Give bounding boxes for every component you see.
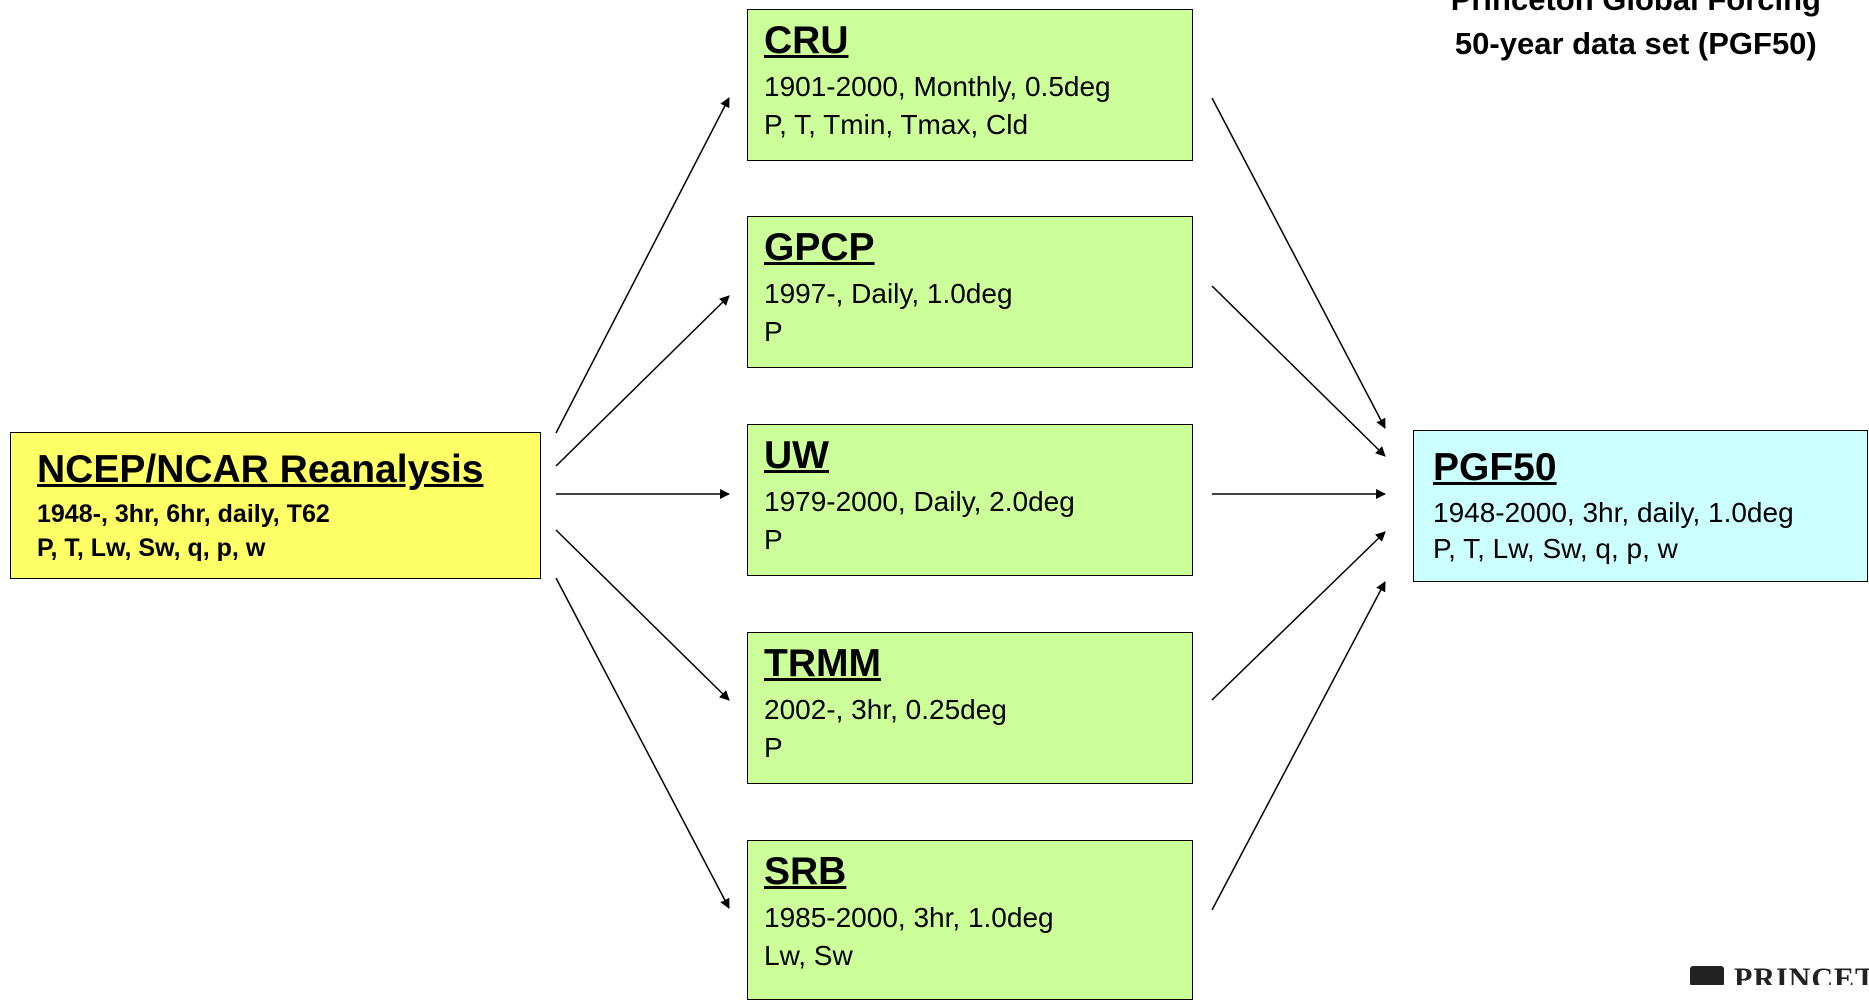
dataset-title: TRMM: [764, 642, 881, 685]
dataset-box-gpcp: GPCP 1997-, Daily, 1.0deg P: [747, 216, 1193, 368]
dataset-line-2: P: [764, 732, 783, 763]
dataset-line-1: 1901-2000, Monthly, 0.5deg: [764, 71, 1111, 102]
dataset-box-uw: UW 1979-2000, Daily, 2.0deg P: [747, 424, 1193, 576]
arrow-trmm-to-pgf50: [1211, 531, 1386, 701]
arrow-gpcp-to-pgf50: [1211, 285, 1386, 457]
dataset-line-1: 1985-2000, 3hr, 1.0deg: [764, 902, 1054, 933]
dataset-title: CRU: [764, 19, 849, 62]
dataset-title: GPCP: [764, 226, 875, 269]
source-box-ncep-ncar: NCEP/NCAR Reanalysis 1948-, 3hr, 6hr, da…: [10, 432, 541, 579]
source-line-1: 1948-, 3hr, 6hr, daily, T62: [37, 500, 330, 528]
dataset-line-1: 1997-, Daily, 1.0deg: [764, 278, 1013, 309]
dataset-title: SRB: [764, 850, 847, 893]
dataset-line-2: Lw, Sw: [764, 940, 853, 971]
arrow-source-to-gpcp: [555, 295, 730, 467]
dataset-line-2: P: [764, 316, 783, 347]
arrow-source-to-cru: [555, 97, 730, 434]
dataset-box-cru: CRU 1901-2000, Monthly, 0.5deg P, T, Tmi…: [747, 9, 1193, 161]
princeton-logo: PRINCETON: [1690, 960, 1869, 985]
output-line-2: P, T, Lw, Sw, q, p, w: [1433, 533, 1678, 564]
logo-text: PRINCETON: [1734, 962, 1869, 985]
caption-line-2: 50-year data set (PGF50): [1454, 26, 1817, 61]
dataset-line-2: P, T, Tmin, Tmax, Cld: [764, 109, 1029, 140]
dataset-line-1: 2002-, 3hr, 0.25deg: [764, 694, 1007, 725]
dataset-line-2: P: [764, 524, 783, 555]
dataset-box-srb: SRB 1985-2000, 3hr, 1.0deg Lw, Sw: [747, 840, 1193, 1000]
output-title: PGF50: [1433, 446, 1557, 489]
output-line-1: 1948-2000, 3hr, daily, 1.0deg: [1433, 497, 1794, 528]
dataset-box-trmm: TRMM 2002-, 3hr, 0.25deg P: [747, 632, 1193, 784]
dataset-line-1: 1979-2000, Daily, 2.0deg: [764, 486, 1075, 517]
arrow-cru-to-pgf50: [1211, 97, 1386, 429]
source-title: NCEP/NCAR Reanalysis: [37, 448, 484, 491]
source-line-2: P, T, Lw, Sw, q, p, w: [37, 534, 266, 562]
output-box-pgf50: PGF50 1948-2000, 3hr, daily, 1.0deg P, T…: [1413, 430, 1868, 582]
arrow-source-to-trmm: [555, 529, 730, 701]
princeton-shield-icon: [1690, 966, 1724, 985]
caption-line-1: Princeton Global Forcing: [1451, 0, 1821, 22]
dataset-title: UW: [764, 434, 829, 477]
arrow-source-to-srb: [555, 577, 730, 909]
diagram-caption: Princeton Global Forcing 50-year data se…: [1451, 0, 1821, 66]
arrow-srb-to-pgf50: [1211, 581, 1386, 911]
